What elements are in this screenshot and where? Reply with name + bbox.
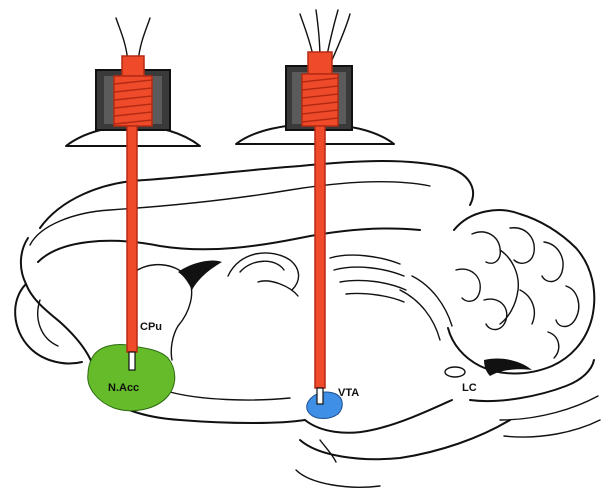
- label-vta: VTA: [338, 387, 359, 399]
- label-lc: LC: [462, 382, 477, 394]
- vta-region: [307, 392, 343, 418]
- label-n-acc: N.Acc: [108, 382, 139, 394]
- label-cpu: CPu: [140, 321, 162, 333]
- probe-left-shaft: [127, 126, 137, 352]
- probe-right: [236, 10, 394, 404]
- probe-right-shaft: [315, 126, 325, 388]
- brain-outline: [15, 161, 600, 487]
